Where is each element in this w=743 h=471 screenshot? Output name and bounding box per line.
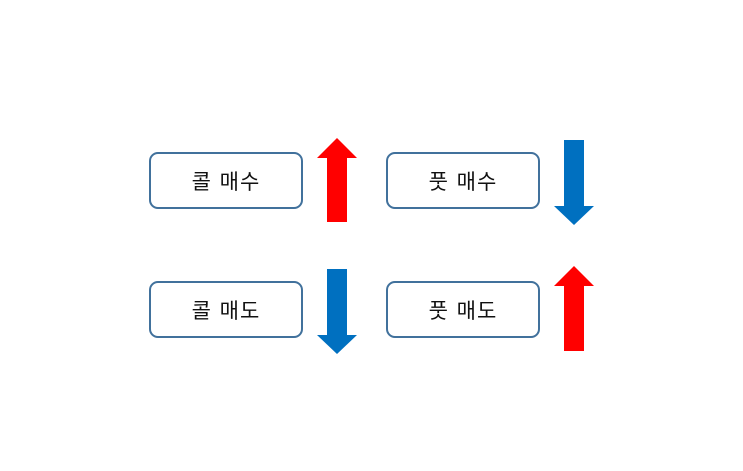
put-buy-box: 풋 매수 <box>386 152 540 209</box>
call-buy-box: 콜 매수 <box>149 152 303 209</box>
arrow-down-icon <box>317 269 357 354</box>
put-sell-box: 풋 매도 <box>386 281 540 338</box>
put-buy-label: 풋 매수 <box>428 169 498 194</box>
arrow-up-icon <box>317 138 357 222</box>
put-sell-arrow-shape <box>554 266 594 351</box>
call-buy-label: 콜 매수 <box>191 169 261 194</box>
put-sell-label: 풋 매도 <box>428 298 498 323</box>
arrow-down-icon <box>554 140 594 225</box>
call-buy-arrow-shape <box>317 138 357 222</box>
call-sell-label: 콜 매도 <box>191 298 261 323</box>
put-buy-arrow-shape <box>554 140 594 225</box>
call-sell-box: 콜 매도 <box>149 281 303 338</box>
arrow-up-icon <box>554 266 594 351</box>
call-sell-arrow-shape <box>317 269 357 354</box>
